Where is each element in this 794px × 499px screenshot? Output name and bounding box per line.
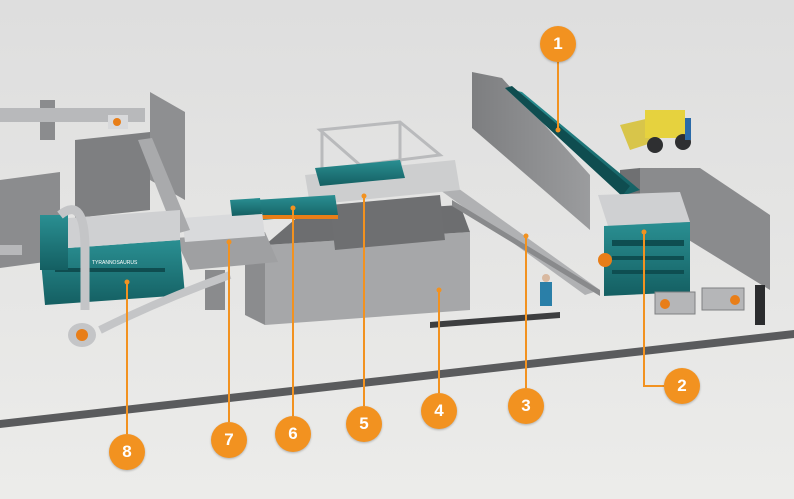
callout-anchor-6 [290,205,296,211]
storage-bunker-walls [0,92,185,268]
callout-leader-2 [643,232,664,387]
callout-badge-7: 7 [211,422,247,458]
drive-units [654,285,765,325]
callout-badge-6: 6 [275,416,311,452]
secondary-shredder-frame [305,120,460,250]
callout-anchor-2 [641,229,647,235]
transfer-conveyor [255,195,338,220]
callout-badge-1: 1 [540,26,576,62]
operator-figure [540,274,552,306]
floor-strip-small [430,312,560,328]
callout-anchor-8 [124,279,130,285]
callout-anchor-3 [523,233,529,239]
machine-brand-label: TYRANNOSAURUS [92,260,138,266]
primary-shredder [598,192,690,296]
elevating-conveyor [108,115,190,234]
feed-conveyor [505,86,640,196]
callout-badge-5: 5 [346,406,382,442]
callout-badge-3: 3 [508,388,544,424]
callout-badge-2: 2 [664,368,700,404]
granulator-platform [175,198,278,310]
callout-badge-8: 8 [109,434,145,470]
wheel-loader [620,110,691,153]
floor-strip [0,330,794,428]
callout-anchor-5 [361,193,367,199]
separation-machine: TYRANNOSAURUS [0,205,232,347]
callout-anchor-1 [555,127,561,133]
callout-leader-lines [124,62,664,434]
callout-anchor-4 [436,287,442,293]
callout-badge-4: 4 [421,393,457,429]
callout-anchor-7 [226,239,232,245]
